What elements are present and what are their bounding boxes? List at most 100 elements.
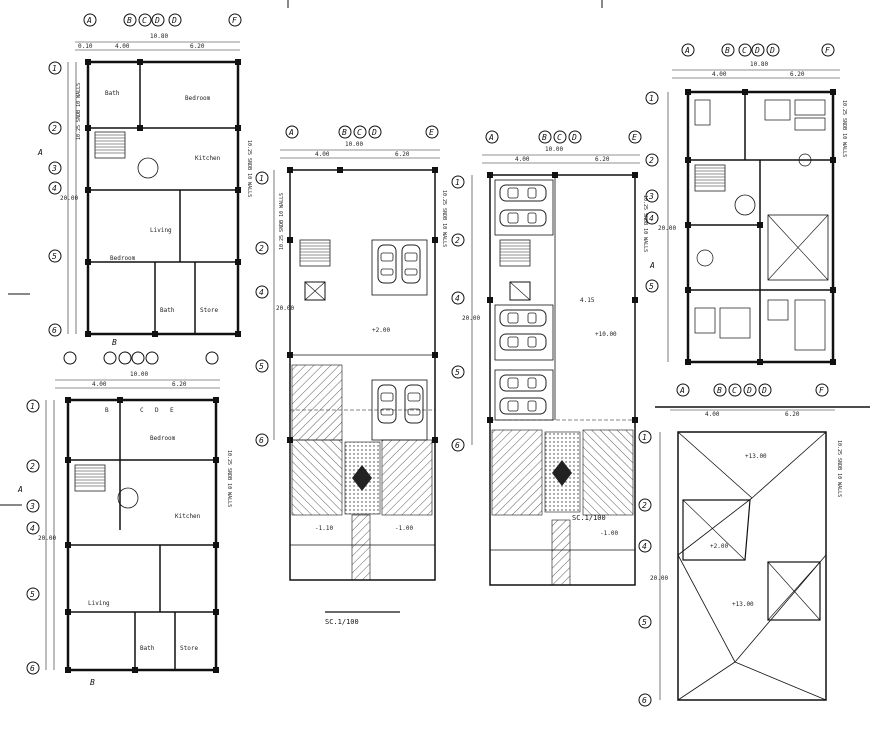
section-mark: A: [17, 485, 23, 494]
room-label: Bedroom: [150, 435, 176, 442]
grid-label: A: [288, 128, 294, 137]
dim-text: 4.15: [580, 297, 595, 304]
grid-label: D: [154, 16, 160, 25]
room-label: Bath: [140, 645, 155, 652]
dim-text: 6.20: [595, 156, 610, 163]
dim-text: 20.00: [60, 195, 78, 202]
dim-text: 4.00: [705, 411, 720, 418]
level-mark: +2.00: [372, 327, 390, 334]
level-mark: +10.00: [595, 331, 617, 338]
grid-label: D: [761, 386, 767, 395]
dim-text: 20.00: [650, 575, 668, 582]
grid-label: C: [140, 407, 144, 414]
plan-first-floor: A B C D D F 10.80 4.00 6.20 0.10 Bedroom…: [37, 13, 252, 347]
grid-label: 1: [649, 94, 654, 103]
room-label: Store: [180, 645, 198, 652]
dim-text: 6.20: [790, 71, 805, 78]
grid-bubbles-top: A B C D D F: [83, 13, 242, 27]
grid-label: F: [825, 46, 830, 55]
room-label: Bedroom: [185, 95, 211, 102]
grid-label: 2: [455, 236, 460, 245]
grid-label: 1: [52, 64, 57, 73]
grid-label: 4: [649, 214, 654, 223]
grid-label: 2: [649, 156, 654, 165]
grid-label: D: [769, 46, 775, 55]
grid-label: A: [86, 16, 92, 25]
grid-label: A: [488, 133, 494, 142]
grid-label: B: [342, 128, 347, 137]
grid-label: B: [542, 133, 547, 142]
scale-label: SC.1/100: [325, 618, 359, 626]
wall-note: 10.25 SNDB 10 WALLS: [441, 190, 447, 247]
level-mark: +13.00: [732, 601, 754, 608]
wall-note: 10.25 SNDB 10 WALLS: [76, 83, 82, 140]
room-label: Bath: [160, 307, 175, 314]
grid-label: 4: [30, 524, 35, 533]
room-label: Store: [200, 307, 218, 314]
wall-note: 10.25 SNDB 10 WALLS: [642, 195, 648, 252]
grid-label: D: [171, 16, 177, 25]
grid-label: E: [632, 133, 637, 142]
grid-label: F: [819, 386, 824, 395]
level-mark: -1.10: [315, 525, 333, 532]
scale-label: SC.1/100: [572, 514, 606, 522]
grid-label: D: [571, 133, 577, 142]
wall-note: 10.25 SNDB 10 WALLS: [246, 140, 252, 197]
grid-label: 3: [648, 192, 654, 201]
room-label: Kitchen: [175, 513, 201, 520]
room-label: Living: [88, 600, 110, 607]
dim-text: 20.00: [462, 315, 480, 322]
grid-label: 4: [642, 542, 647, 551]
grid-label: C: [557, 133, 562, 142]
wall-note: 10.25 SNDB 10 WALLS: [841, 100, 847, 157]
dim-text: 6.20: [172, 381, 187, 388]
dim-text: 10.00: [545, 146, 563, 153]
plan-furnished-floor: A B C D D F 10.80 4.00 6.20: [645, 43, 847, 365]
grid-label: 1: [259, 174, 264, 183]
grid-label: 2: [30, 462, 35, 471]
grid-label: 6: [642, 696, 647, 705]
room-label: Living: [150, 227, 172, 234]
dim-text: 4.00: [115, 43, 130, 50]
grid-label: 1: [642, 433, 647, 442]
level-mark: +2.00: [710, 543, 728, 550]
grid-label: 5: [642, 618, 647, 627]
grid-label: 5: [455, 368, 460, 377]
grid-label: 6: [455, 441, 460, 450]
grid-label: A: [684, 46, 690, 55]
level-mark: -1.00: [395, 525, 413, 532]
wall-note: 10.25 SNDB 10 WALLS: [836, 440, 842, 497]
dim-text: 10.00: [130, 371, 148, 378]
dim-text: 4.00: [515, 156, 530, 163]
dim-text: 4.00: [315, 151, 330, 158]
grid-label: C: [142, 16, 147, 25]
grid-label: D: [746, 386, 752, 395]
grid-label: D: [754, 46, 760, 55]
level-mark: -1.00: [600, 530, 618, 537]
grid-label: 6: [52, 326, 57, 335]
grid-label: F: [232, 16, 237, 25]
grid-label: 5: [30, 590, 35, 599]
dim-text: 6.20: [190, 43, 205, 50]
grid-label: E: [170, 407, 174, 414]
dim-text: 6.20: [395, 151, 410, 158]
grid-label: E: [429, 128, 434, 137]
grid-label: 1: [30, 402, 35, 411]
grid-label: A: [679, 386, 685, 395]
grid-label: 2: [259, 244, 264, 253]
wall-note: 10.25 SNDB 10 WALLS: [226, 450, 232, 507]
section-mark: A: [37, 148, 43, 157]
grid-label: 5: [649, 282, 654, 291]
grid-bubbles-side: 1 2 3 4 5 6: [48, 61, 62, 337]
section-mark: B: [90, 678, 95, 687]
grid-label: 5: [52, 252, 57, 261]
grid-label: 1: [455, 178, 460, 187]
grid-label: 2: [642, 501, 647, 510]
dim-text: 4.00: [92, 381, 107, 388]
plan-ground-parking-b: A B C D E 10.00 4.00 6.20 +10.00 4.15 -1…: [451, 130, 648, 586]
grid-label: 3: [29, 502, 35, 511]
grid-label: 4: [52, 184, 57, 193]
section-mark: A: [649, 261, 655, 270]
dim-text: 10.80: [750, 61, 768, 68]
